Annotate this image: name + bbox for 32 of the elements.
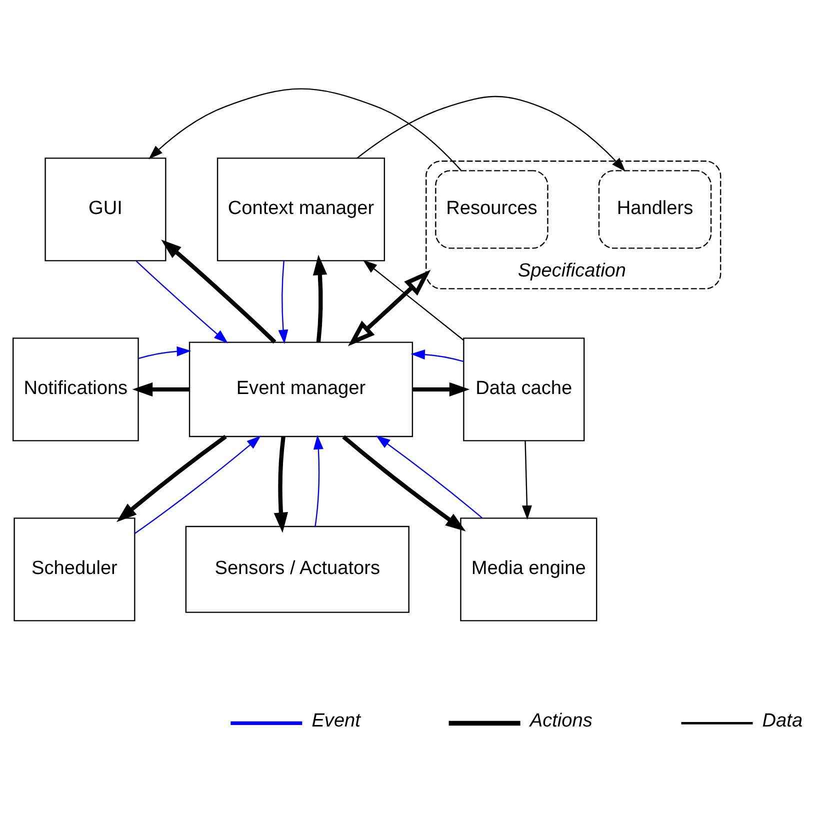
arrow xyxy=(362,259,464,340)
node-box: Sensors / Actuators xyxy=(185,525,410,612)
arrow xyxy=(274,436,288,532)
arrow xyxy=(410,349,464,362)
arrow xyxy=(348,269,431,346)
legend-label: Actions xyxy=(530,710,592,732)
node-box: Media engine xyxy=(460,517,598,621)
arrow xyxy=(138,346,192,359)
arrow xyxy=(376,435,483,518)
arrow xyxy=(132,382,190,396)
arrow xyxy=(412,382,470,396)
legend-label: Data xyxy=(762,710,803,732)
arrow xyxy=(161,239,276,344)
arrow xyxy=(134,435,261,534)
node-box: Notifications xyxy=(12,337,139,441)
arrow xyxy=(278,260,288,344)
arrow xyxy=(313,434,324,526)
arrow xyxy=(522,440,532,520)
arrow xyxy=(312,254,328,342)
node-box: Handlers xyxy=(598,170,712,248)
node-box: Resources xyxy=(435,170,548,248)
node-box: Event manager xyxy=(188,341,414,437)
node-box: Context manager xyxy=(216,157,386,261)
arrow xyxy=(136,260,228,343)
node-box: Scheduler xyxy=(14,517,136,621)
legend-label: Event xyxy=(312,710,360,732)
node-box: GUI xyxy=(44,157,166,261)
node-box: Data cache xyxy=(463,337,585,441)
arrow xyxy=(356,95,626,172)
arrow xyxy=(148,88,462,170)
arrow xyxy=(342,434,466,531)
arrow xyxy=(116,434,227,522)
